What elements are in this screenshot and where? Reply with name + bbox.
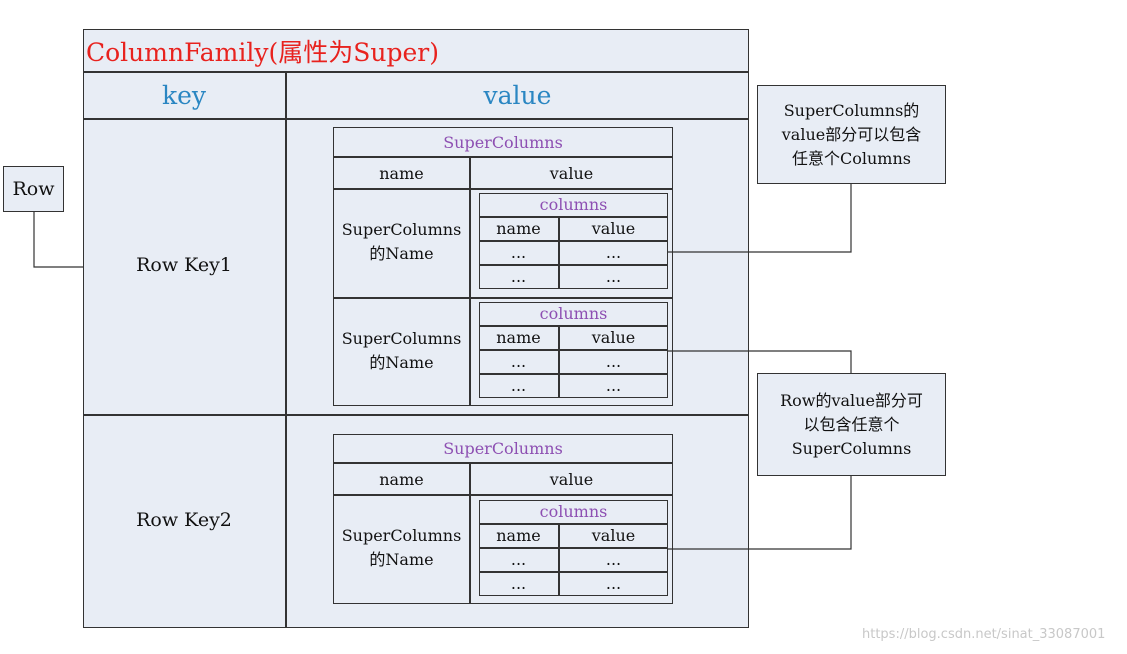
columns-cell: ... — [510, 243, 527, 262]
supercolumns-title: SuperColumns — [443, 132, 563, 152]
supercolumn-name-line2: 的Name — [369, 550, 434, 569]
note-line: value部分可以包含 — [781, 124, 922, 144]
columns-cell: ... — [510, 574, 527, 593]
supercolumn-name-line1: SuperColumns — [341, 526, 462, 545]
sc-name-header: name — [379, 163, 424, 183]
sc-vertical-divider — [469, 462, 471, 604]
supercolumn-name-line1: SuperColumns — [341, 220, 462, 239]
note-line: 以包含任意个 — [803, 414, 900, 434]
columns-cell: ... — [510, 352, 527, 371]
title-divider — [83, 71, 749, 73]
sc-vertical-divider — [469, 156, 471, 406]
columns-vertical-divider — [558, 216, 560, 289]
row-note-box: Row的value部分可 以包含任意个 SuperColumns — [757, 373, 946, 476]
columns-title: columns — [539, 304, 608, 323]
columns-cell: ... — [605, 267, 622, 286]
sc-entry-divider — [333, 297, 673, 299]
sc-header-divider — [333, 494, 673, 496]
columns-cell: ... — [605, 574, 622, 593]
columns-cell: ... — [605, 352, 622, 371]
columns-divider — [479, 547, 668, 549]
note-line: SuperColumns — [791, 438, 912, 458]
columns-name-header: name — [496, 219, 541, 238]
row-connector — [33, 212, 83, 268]
column-family-title: ColumnFamily(属性为Super) — [86, 38, 439, 67]
row-key-2: Row Key2 — [136, 509, 232, 531]
columns-value-header: value — [591, 526, 636, 545]
columns-cell: ... — [510, 550, 527, 569]
columns-cell: ... — [510, 376, 527, 395]
supercolumns-note-box: SuperColumns的 value部分可以包含 任意个Columns — [757, 85, 946, 184]
supercolumn-name-1: SuperColumns 的Name — [333, 218, 470, 266]
columns-connector-2 — [668, 350, 852, 373]
columns-divider — [479, 523, 668, 525]
columns-cell: ... — [605, 243, 622, 262]
note-line: SuperColumns的 — [783, 100, 920, 120]
row-divider — [83, 414, 749, 416]
sc-header-divider — [333, 188, 673, 190]
note-line: Row的value部分可 — [780, 390, 923, 410]
sc-name-header: name — [379, 469, 424, 489]
columns-title: columns — [539, 502, 608, 521]
sc-value-header: value — [549, 469, 594, 489]
key-value-divider — [285, 71, 287, 628]
columns-vertical-divider — [558, 325, 560, 398]
row-callout-box: Row — [3, 166, 64, 212]
row-key-1: Row Key1 — [136, 254, 232, 276]
supercolumn-name-3: SuperColumns 的Name — [333, 524, 470, 572]
columns-divider — [479, 240, 668, 242]
sc-value-header: value — [549, 163, 594, 183]
sc-title-divider — [333, 462, 673, 464]
columns-divider — [479, 349, 668, 351]
header-divider — [83, 118, 749, 120]
sc-title-divider — [333, 156, 673, 158]
columns-name-header: name — [496, 526, 541, 545]
columns-cell: ... — [510, 267, 527, 286]
supercolumn-name-2: SuperColumns 的Name — [333, 327, 470, 375]
supercolumn-name-line1: SuperColumns — [341, 329, 462, 348]
note-line: 任意个Columns — [792, 148, 911, 168]
supercolumn-name-line2: 的Name — [369, 353, 434, 372]
columns-divider — [479, 264, 668, 266]
columns-divider — [479, 373, 668, 375]
columns-connector-3 — [668, 476, 852, 550]
watermark: https://blog.csdn.net/sinat_33087001 — [862, 627, 1106, 642]
columns-name-header: name — [496, 328, 541, 347]
value-column-header: value — [483, 80, 552, 110]
key-column-header: key — [161, 80, 207, 110]
columns-cell: ... — [605, 376, 622, 395]
supercolumn-name-line2: 的Name — [369, 244, 434, 263]
supercolumns-title: SuperColumns — [443, 439, 563, 458]
columns-divider — [479, 571, 668, 573]
columns-value-header: value — [591, 328, 636, 347]
columns-title: columns — [539, 195, 608, 214]
columns-divider — [479, 325, 668, 327]
columns-cell: ... — [605, 550, 622, 569]
columns-vertical-divider — [558, 523, 560, 596]
columns-value-header: value — [591, 219, 636, 238]
columns-connector-1 — [668, 184, 852, 253]
columns-divider — [479, 216, 668, 218]
